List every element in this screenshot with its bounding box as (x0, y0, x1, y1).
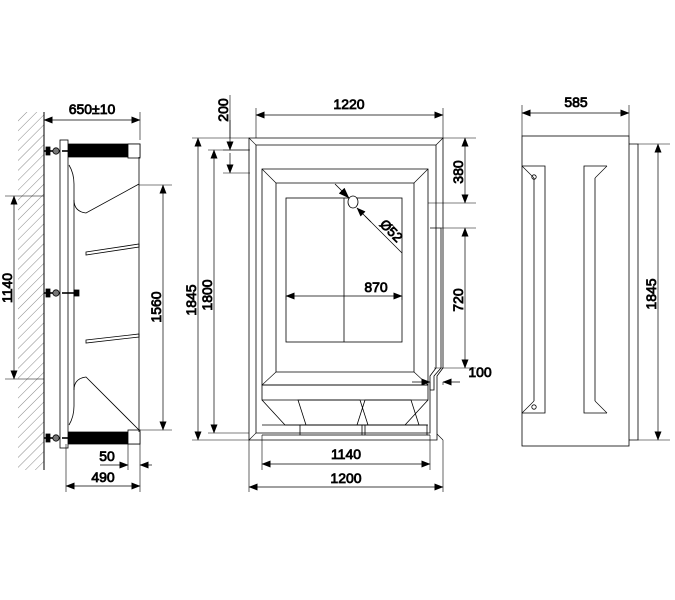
dim-720: 720 (434, 227, 476, 369)
dim-label-50: 50 (99, 448, 115, 464)
mounting-hole-top (531, 174, 537, 180)
apron-slope (261, 399, 429, 426)
dim-label-720: 720 (450, 288, 466, 312)
dim-100: 100 (412, 364, 492, 390)
back-panel (59, 139, 69, 449)
callout-label-d52: Ø52 (377, 216, 406, 245)
right-notch (430, 227, 442, 391)
wall-bracket-bottom (44, 433, 80, 443)
dim-label-1845-right: 1845 (643, 278, 659, 309)
dim-200: 200 (215, 95, 250, 174)
dim-1200: 1200 (248, 440, 444, 492)
dim-label-870: 870 (364, 279, 388, 295)
hole-d52 (347, 195, 359, 209)
dim-label-490: 490 (91, 469, 115, 485)
foot-pad-right (364, 424, 428, 436)
body-profile-top (68, 164, 140, 214)
right-overhang (629, 143, 639, 441)
right-side-view: 585 1845 (521, 94, 670, 447)
dim-1220: 1220 (255, 96, 444, 138)
dim-height-1560: 1560 (139, 184, 172, 431)
left-taper-panel (522, 165, 546, 414)
dim-50: 50 (99, 444, 152, 470)
shelf-lower (85, 333, 140, 344)
dim-label-1560: 1560 (148, 291, 164, 322)
dim-label-650: 650±10 (69, 101, 116, 117)
dim-1845: 1845 (183, 137, 249, 441)
dim-870: 870 (285, 279, 403, 300)
dim-label-1140: 1140 (0, 273, 15, 303)
dim-1845-right: 1845 (638, 143, 670, 441)
dim-label-1200: 1200 (330, 470, 361, 486)
dim-label-1220: 1220 (333, 96, 364, 112)
dim-label-585: 585 (564, 94, 588, 110)
apron-upper (261, 384, 429, 401)
dim-585: 585 (521, 94, 630, 136)
dim-490: 490 (65, 444, 141, 492)
wall-bracket-top (44, 146, 80, 156)
foot-pad-left (299, 424, 363, 436)
dim-label-380: 380 (450, 160, 466, 184)
dim-depth-650: 650±10 (43, 101, 141, 140)
left-side-section-view: 650±10 1560 1140 50 4 (0, 101, 172, 492)
foot-left (297, 399, 369, 426)
body-profile-bottom (68, 376, 140, 431)
front-elevation-view: Ø52 1220 200 (183, 95, 492, 492)
mounting-hole-bottom (531, 404, 537, 410)
inner-frame-outer (261, 168, 429, 386)
dim-label-1845: 1845 (183, 284, 199, 315)
dim-1800: 1800 (199, 149, 249, 434)
dim-label-200: 200 (215, 98, 231, 122)
right-taper-panel (583, 165, 607, 414)
dim-label-1140: 1140 (331, 446, 361, 462)
shelf-upper (85, 243, 140, 256)
wall-hatching (18, 112, 44, 470)
foot-right (356, 399, 420, 426)
dim-height-1140: 1140 (0, 195, 44, 380)
right-body-outline (521, 135, 630, 447)
inner-frame-inner (275, 182, 415, 373)
dim-label-100: 100 (468, 364, 492, 380)
outer-body-inner-edge (255, 144, 437, 434)
wall-bracket-middle (44, 288, 80, 298)
dim-1140: 1140 (261, 435, 431, 470)
dim-label-1800: 1800 (199, 279, 215, 310)
dim-380: 380 (428, 137, 476, 204)
